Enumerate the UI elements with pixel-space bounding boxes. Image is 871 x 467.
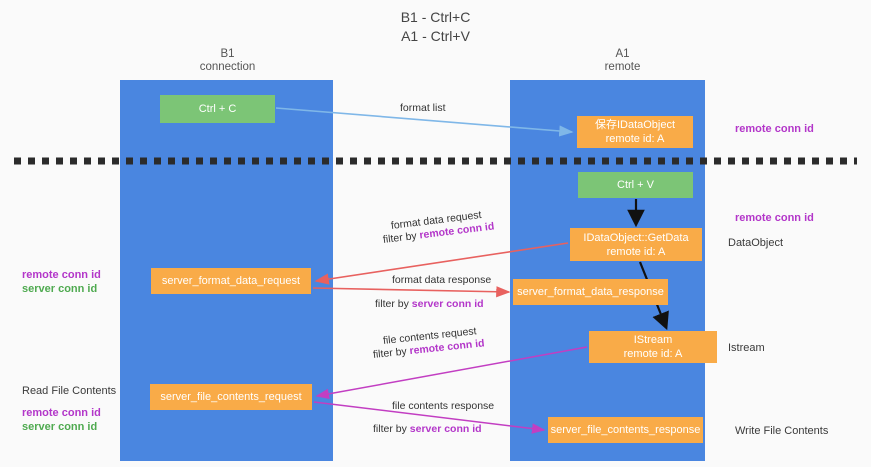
lane-header-b1-subtitle: connection <box>199 61 256 73</box>
node-getdata-line-2: remote id: A <box>606 245 666 258</box>
annotation-left-conn-ids-format: remote conn id server conn id <box>22 268 101 296</box>
edge-label-format-data-response-filter-prefix: filter by <box>375 298 412 310</box>
diagram-title-line-2: A1 - Ctrl+V <box>401 28 470 44</box>
node-server-format-data-response[interactable]: server_format_data_response <box>513 279 668 305</box>
node-istream-line-1: IStream <box>633 334 673 346</box>
annotation-read-file-contents: Read File Contents <box>22 385 117 397</box>
edge-label-format-data-response-filter-key: server conn id <box>411 298 484 310</box>
edge-label-file-contents-request-filter-prefix: filter by <box>372 345 411 361</box>
node-server-format-data-request-label: server_format_data_request <box>161 275 301 287</box>
annotation-remote-conn-id-getdata: remote conn id <box>735 211 814 225</box>
node-ctrl-c-label: Ctrl + C <box>198 103 237 115</box>
annotation-left-remote-conn-id-2: remote conn id <box>22 407 101 419</box>
node-ctrl-v[interactable]: Ctrl + V <box>578 172 693 198</box>
edge-label-file-contents-response-filter: filter by server conn id <box>373 422 482 436</box>
edge-format-data-request <box>314 242 569 285</box>
node-server-format-data-response-label: server_format_data_response <box>517 286 664 298</box>
edge-format-data-response <box>312 286 511 298</box>
annotation-remote-conn-id-getdata-text: remote conn id <box>735 212 814 224</box>
lane-header-a1-subtitle: remote <box>604 61 641 73</box>
annotation-left-server-conn-id-1: server conn id <box>22 283 98 295</box>
node-save-idataobject-line-1: 保存IDataObject <box>594 119 676 131</box>
edge-label-file-contents-response-text: file contents response <box>392 400 495 412</box>
annotation-remote-conn-id-top-text: remote conn id <box>735 123 814 135</box>
annotation-remote-conn-id-top: remote conn id <box>735 122 814 136</box>
annotation-left-conn-ids-file: Read File Contents remote conn id server… <box>22 384 116 434</box>
annotation-dataobject: DataObject <box>728 236 783 250</box>
annotation-write-file-contents: Write File Contents <box>735 424 828 438</box>
edge-file-contents-response <box>313 401 546 434</box>
lane-header-b1-name: B1 <box>220 48 235 60</box>
lane-header-a1-name: A1 <box>615 48 630 60</box>
node-server-file-contents-response-label: server_file_contents_response <box>550 424 701 436</box>
node-istream-line-2: remote id: A <box>623 348 683 360</box>
edge-label-format-list-text: format list <box>400 102 446 114</box>
edge-label-format-list: format list <box>400 101 446 115</box>
edge-label-format-data-response-filter: filter by server conn id <box>375 297 484 311</box>
node-ctrl-c[interactable]: Ctrl + C <box>160 95 275 123</box>
annotation-dataobject-text: DataObject <box>728 237 784 249</box>
annotation-istream-text: Istream <box>728 342 765 354</box>
edge-label-format-data-response: format data response <box>392 273 491 287</box>
node-server-file-contents-request[interactable]: server_file_contents_request <box>150 384 312 410</box>
node-ctrl-v-label: Ctrl + V <box>617 179 654 191</box>
edge-format-list <box>275 107 574 137</box>
node-getdata-line-1: IDataObject::GetData <box>583 231 689 244</box>
edge-label-file-contents-response-filter-key: server conn id <box>409 423 482 435</box>
diagram-title-line-1: B1 - Ctrl+C <box>400 9 471 25</box>
edge-label-file-contents-response: file contents response <box>392 399 494 413</box>
edge-file-contents-request <box>315 346 588 400</box>
annotation-left-remote-conn-id-1: remote conn id <box>22 269 101 281</box>
node-server-file-contents-request-label: server_file_contents_request <box>160 391 302 403</box>
node-save-idataobject-line-2: remote id: A <box>605 133 665 145</box>
node-server-file-contents-response[interactable]: server_file_contents_response <box>548 417 703 443</box>
lane-header-b1: B1 connection <box>150 48 305 74</box>
annotation-istream: Istream <box>728 341 765 355</box>
lane-header-a1: A1 remote <box>560 48 685 74</box>
node-save-idataobject[interactable]: 保存IDataObject remote id: A <box>577 116 693 148</box>
annotation-left-server-conn-id-2: server conn id <box>22 421 98 433</box>
node-server-format-data-request[interactable]: server_format_data_request <box>151 268 311 294</box>
node-istream[interactable]: IStream remote id: A <box>589 331 717 363</box>
node-idataobject-getdata[interactable]: IDataObject::GetData remote id: A <box>570 228 702 261</box>
annotation-write-file-contents-text: Write File Contents <box>735 425 829 437</box>
edge-label-format-data-response-text: format data response <box>392 274 492 286</box>
page-title: B1 - Ctrl+C A1 - Ctrl+V <box>0 8 871 46</box>
edge-label-file-contents-response-filter-prefix: filter by <box>373 423 410 435</box>
